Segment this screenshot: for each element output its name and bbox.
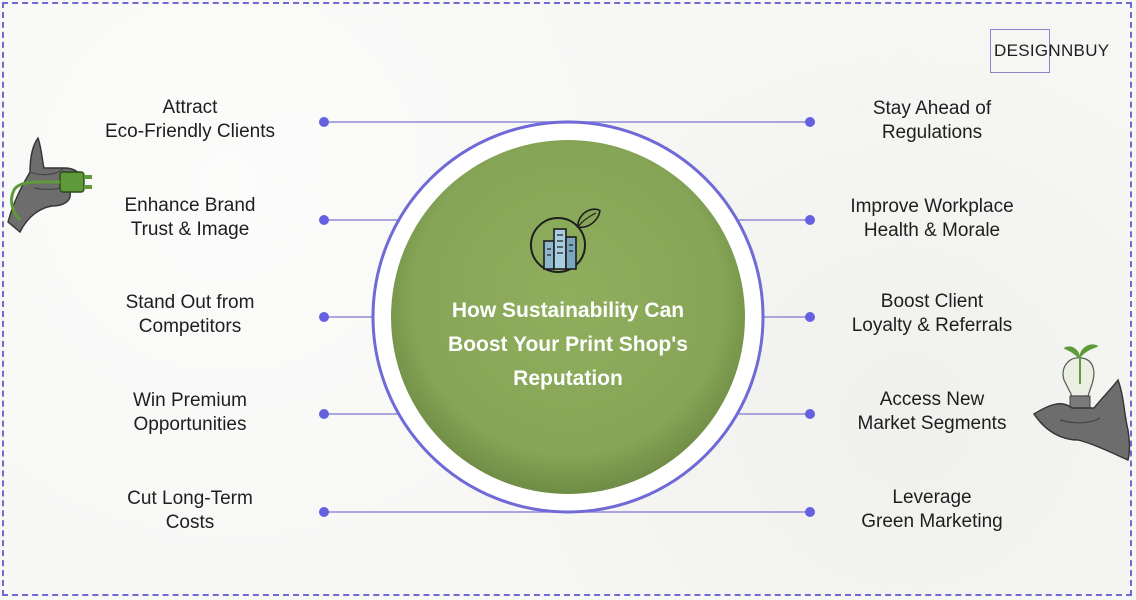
benefit-stand-out-from-competitors: Stand Out from Competitors (125, 292, 255, 337)
dot-right-3 (805, 312, 815, 322)
benefit-boost-client-loyalty: Boost Client Loyalty & Referrals (851, 291, 1013, 336)
benefit-enhance-brand-trust: Enhance Brand Trust & Image (124, 195, 256, 240)
brand-logo-text: DESIGNNBUY (994, 41, 1110, 60)
center-circle (391, 140, 745, 494)
benefit-access-new-market-segments: Access New Market Segments (857, 389, 1007, 434)
connector-dots (319, 117, 815, 517)
hand-holding-plant-bulb-icon (1033, 344, 1131, 461)
center-title: How Sustainability Can Boost Your Print … (448, 299, 688, 390)
dot-right-4 (805, 409, 815, 419)
dot-left-4 (319, 409, 329, 419)
benefit-stay-ahead-of-regulations: Stay Ahead of Regulations (872, 98, 992, 143)
benefit-cut-long-term-costs: Cut Long-Term Costs (127, 488, 253, 533)
hand-holding-plug-icon (7, 136, 92, 234)
dot-left-1 (319, 117, 329, 127)
dot-right-5 (805, 507, 815, 517)
sustainable-building-icon (530, 208, 601, 273)
benefit-leverage-green-marketing: Leverage Green Marketing (861, 487, 1003, 532)
dot-right-2 (805, 215, 815, 225)
dot-left-3 (319, 312, 329, 322)
dot-left-2 (319, 215, 329, 225)
dot-left-5 (319, 507, 329, 517)
benefit-attract-eco-friendly-clients: Attract Eco-Friendly Clients (105, 97, 275, 142)
benefit-win-premium-opportunities: Win Premium Opportunities (132, 390, 247, 435)
dot-right-1 (805, 117, 815, 127)
benefit-improve-workplace-health: Improve Workplace Health & Morale (850, 196, 1014, 241)
brand-logo-box (990, 29, 1050, 73)
